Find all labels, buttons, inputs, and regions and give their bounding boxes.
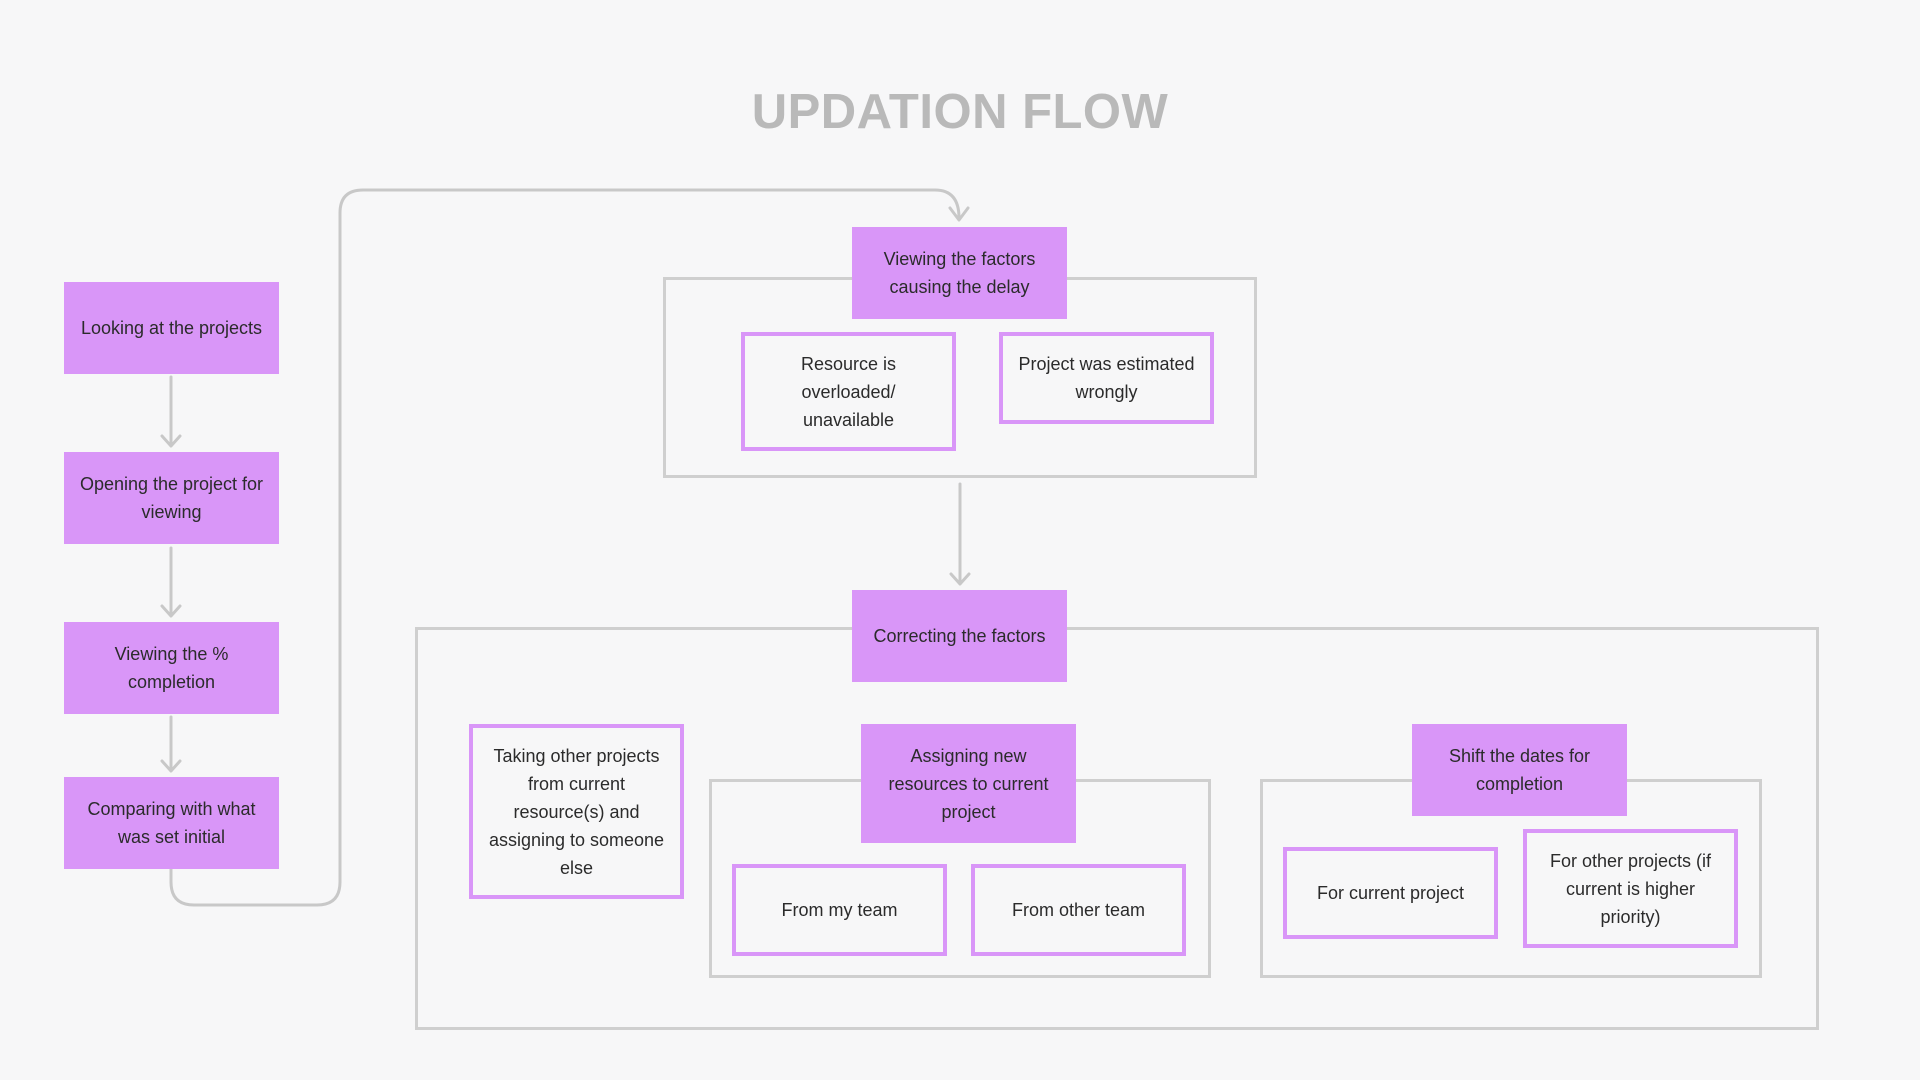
from-other-team[interactable]: From other team <box>971 864 1186 956</box>
arrow-factors-to-correcting <box>949 482 971 586</box>
factor-resource-overloaded[interactable]: Resource is overloaded/ unavailable <box>741 332 956 451</box>
step-label: Viewing the % completion <box>114 644 229 692</box>
correcting-header-label: Correcting the factors <box>873 626 1046 646</box>
option-label: For current project <box>1316 883 1465 903</box>
arrow-viewing-to-comparing <box>160 715 182 773</box>
option-label: For other projects (if current is higher… <box>1549 850 1712 927</box>
step-comparing-initial[interactable]: Comparing with what was set initial <box>64 777 279 869</box>
correcting-header[interactable]: Correcting the factors <box>852 590 1067 682</box>
step-label: Looking at the projects <box>80 318 263 338</box>
arrow-opening-to-viewing <box>160 546 182 618</box>
assigning-header[interactable]: Assigning new resources to current proje… <box>861 724 1076 843</box>
for-other-projects[interactable]: For other projects (if current is higher… <box>1523 829 1738 948</box>
factor-label: Project was estimated wrongly <box>1018 354 1195 402</box>
step-label: Comparing with what was set initial <box>87 799 256 847</box>
factors-header-label: Viewing the factors causing the delay <box>883 249 1036 297</box>
factor-estimated-wrongly[interactable]: Project was estimated wrongly <box>999 332 1214 424</box>
option-label: From my team <box>781 900 898 920</box>
step-opening-project[interactable]: Opening the project for viewing <box>64 452 279 544</box>
shift-header-label: Shift the dates for completion <box>1448 746 1591 794</box>
for-current-project[interactable]: For current project <box>1283 847 1498 939</box>
taking-other-label: Taking other projects from current resou… <box>488 745 665 878</box>
taking-other-projects[interactable]: Taking other projects from current resou… <box>469 724 684 899</box>
step-looking-at-projects[interactable]: Looking at the projects <box>64 282 279 374</box>
correcting-group <box>415 627 1819 1030</box>
step-label: Opening the project for viewing <box>79 474 264 522</box>
loop-arrow-to-factors <box>169 188 970 907</box>
from-my-team[interactable]: From my team <box>732 864 947 956</box>
step-viewing-completion[interactable]: Viewing the % completion <box>64 622 279 714</box>
shift-header[interactable]: Shift the dates for completion <box>1412 724 1627 816</box>
assigning-header-label: Assigning new resources to current proje… <box>888 745 1049 822</box>
page-title: UPDATION FLOW <box>751 85 1169 139</box>
factor-label: Resource is overloaded/ unavailable <box>800 353 897 430</box>
factors-header[interactable]: Viewing the factors causing the delay <box>852 227 1067 319</box>
arrow-looking-to-opening <box>160 375 182 448</box>
option-label: From other team <box>1011 900 1146 920</box>
